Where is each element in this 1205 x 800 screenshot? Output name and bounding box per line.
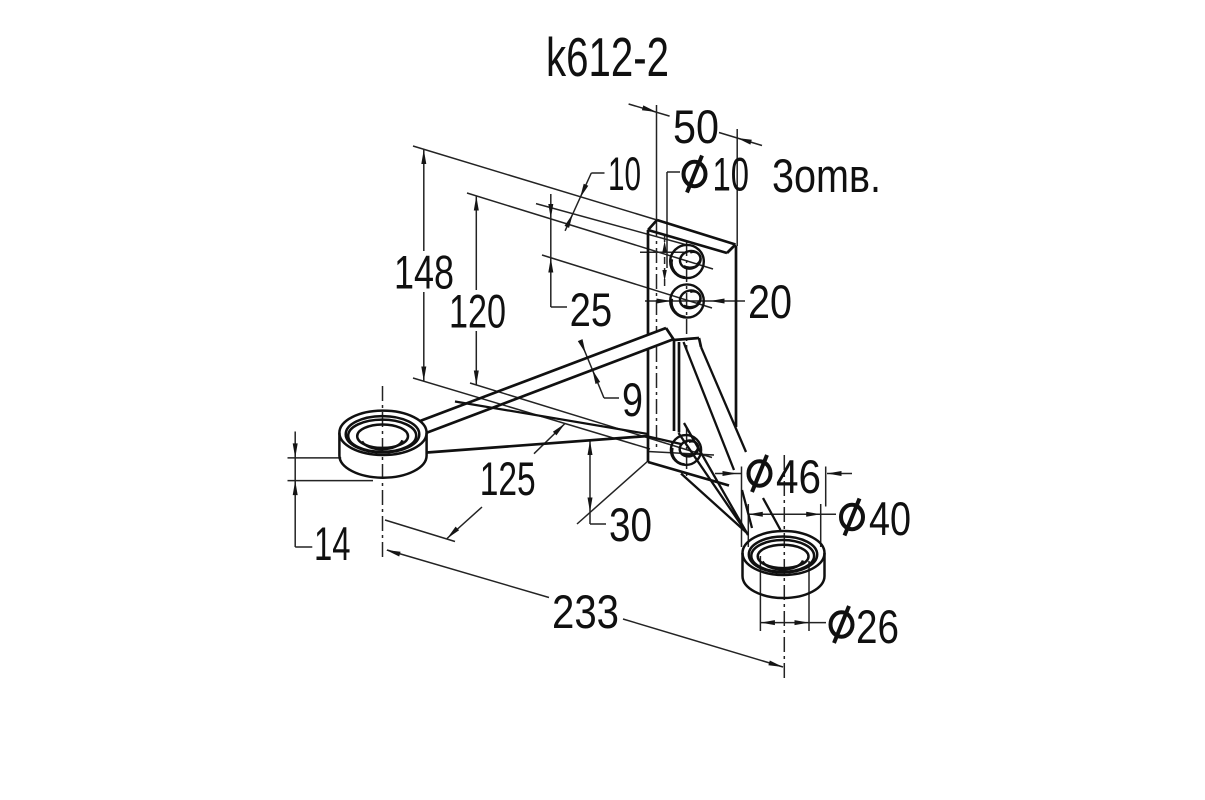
svg-text:3omв.: 3omв.	[772, 149, 881, 202]
svg-text:9: 9	[622, 373, 643, 426]
svg-text:233: 233	[552, 585, 619, 638]
svg-text:46: 46	[776, 450, 821, 503]
svg-text:148: 148	[394, 246, 454, 299]
svg-text:25: 25	[570, 283, 613, 336]
svg-text:20: 20	[748, 275, 792, 328]
svg-text:k612-2: k612-2	[546, 26, 669, 88]
svg-text:26: 26	[856, 600, 899, 653]
svg-text:14: 14	[314, 517, 351, 570]
svg-text:10: 10	[608, 147, 641, 200]
svg-text:10: 10	[713, 148, 750, 201]
svg-text:40: 40	[869, 492, 911, 545]
svg-text:50: 50	[673, 100, 719, 153]
svg-text:125: 125	[480, 452, 536, 505]
svg-text:120: 120	[449, 285, 506, 338]
svg-text:30: 30	[609, 498, 652, 551]
